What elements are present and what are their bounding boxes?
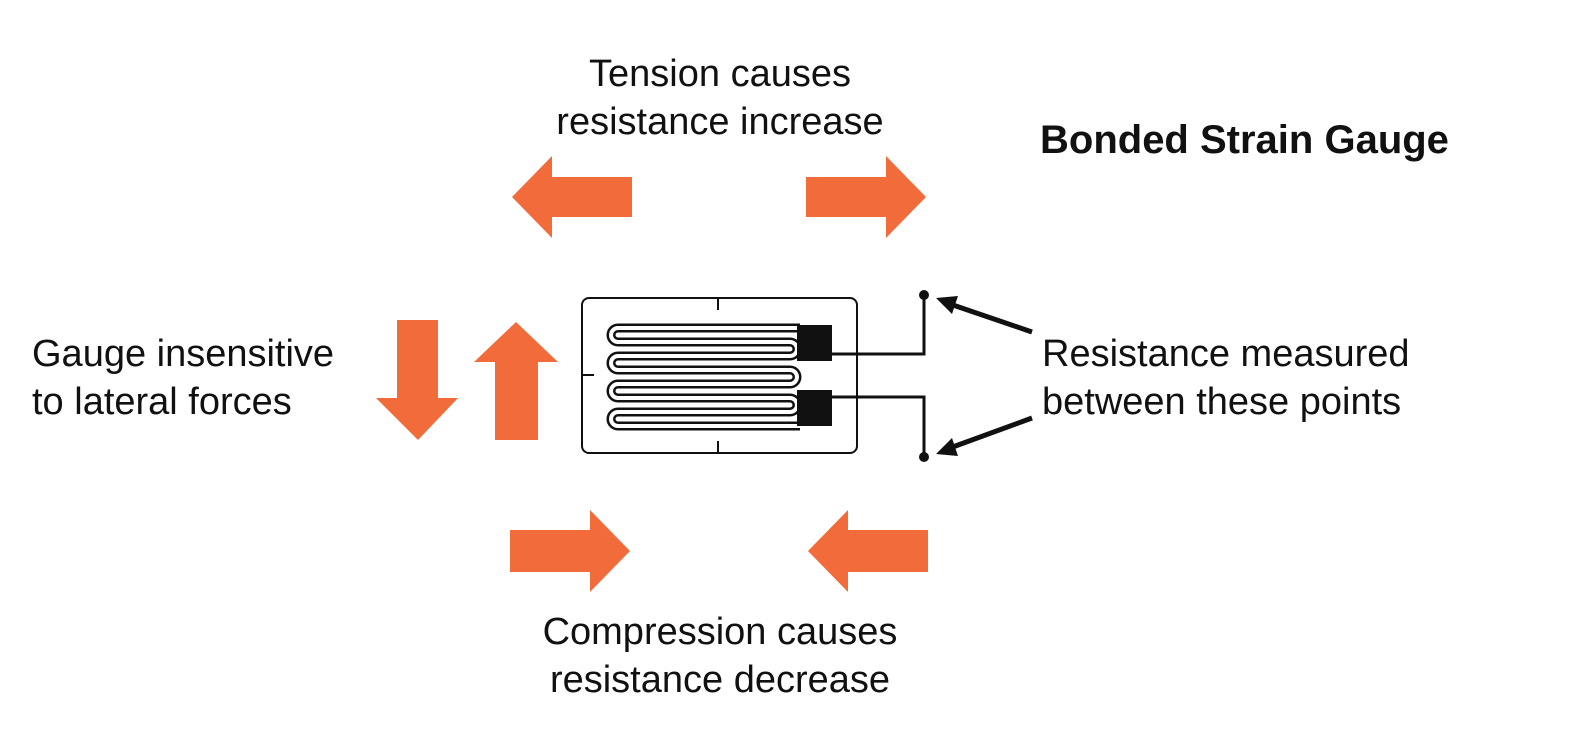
compression-label-line2: resistance decrease [549,659,891,701]
lateral-label-line1: Gauge insensitive [32,333,335,375]
pointer-line-bottom [949,415,1033,451]
lateral-up-arrow [474,322,558,440]
tension-label-line2: resistance increase [556,101,884,143]
pointer-arrowhead-top [936,296,958,314]
resistance-label-line2: between these points [1042,381,1402,423]
resistance-measurement-label: Resistance measured between these points [1042,330,1410,426]
diagram-title: Bonded Strain Gauge [1040,118,1449,162]
terminal-point-top [919,290,929,300]
lead-wire-top [832,295,926,356]
resistance-label-line1: Resistance measured [1042,333,1410,375]
compression-right-arrow [510,510,630,592]
tension-label: Tension causes resistance increase [520,50,920,146]
lateral-label-line2: to lateral forces [32,381,292,423]
foil-grid [606,323,802,431]
compression-label: Compression causes resistance decrease [500,608,940,704]
pointer-arrowhead-bottom [936,438,958,456]
solder-tab-bottom [797,390,832,426]
solder-tab-top [797,325,832,361]
terminal-point-bottom [919,452,929,462]
lead-wire-bottom [832,395,926,457]
tension-left-arrow [512,156,632,238]
tension-right-arrow [806,156,926,238]
foil-grid-inner [609,326,800,428]
compression-label-line1: Compression causes [542,611,898,653]
compression-left-arrow [808,510,928,592]
tension-label-line1: Tension causes [589,53,851,95]
pointer-line-top [949,301,1033,335]
lateral-forces-label: Gauge insensitive to lateral forces [32,330,334,426]
lateral-down-arrow [376,320,458,440]
